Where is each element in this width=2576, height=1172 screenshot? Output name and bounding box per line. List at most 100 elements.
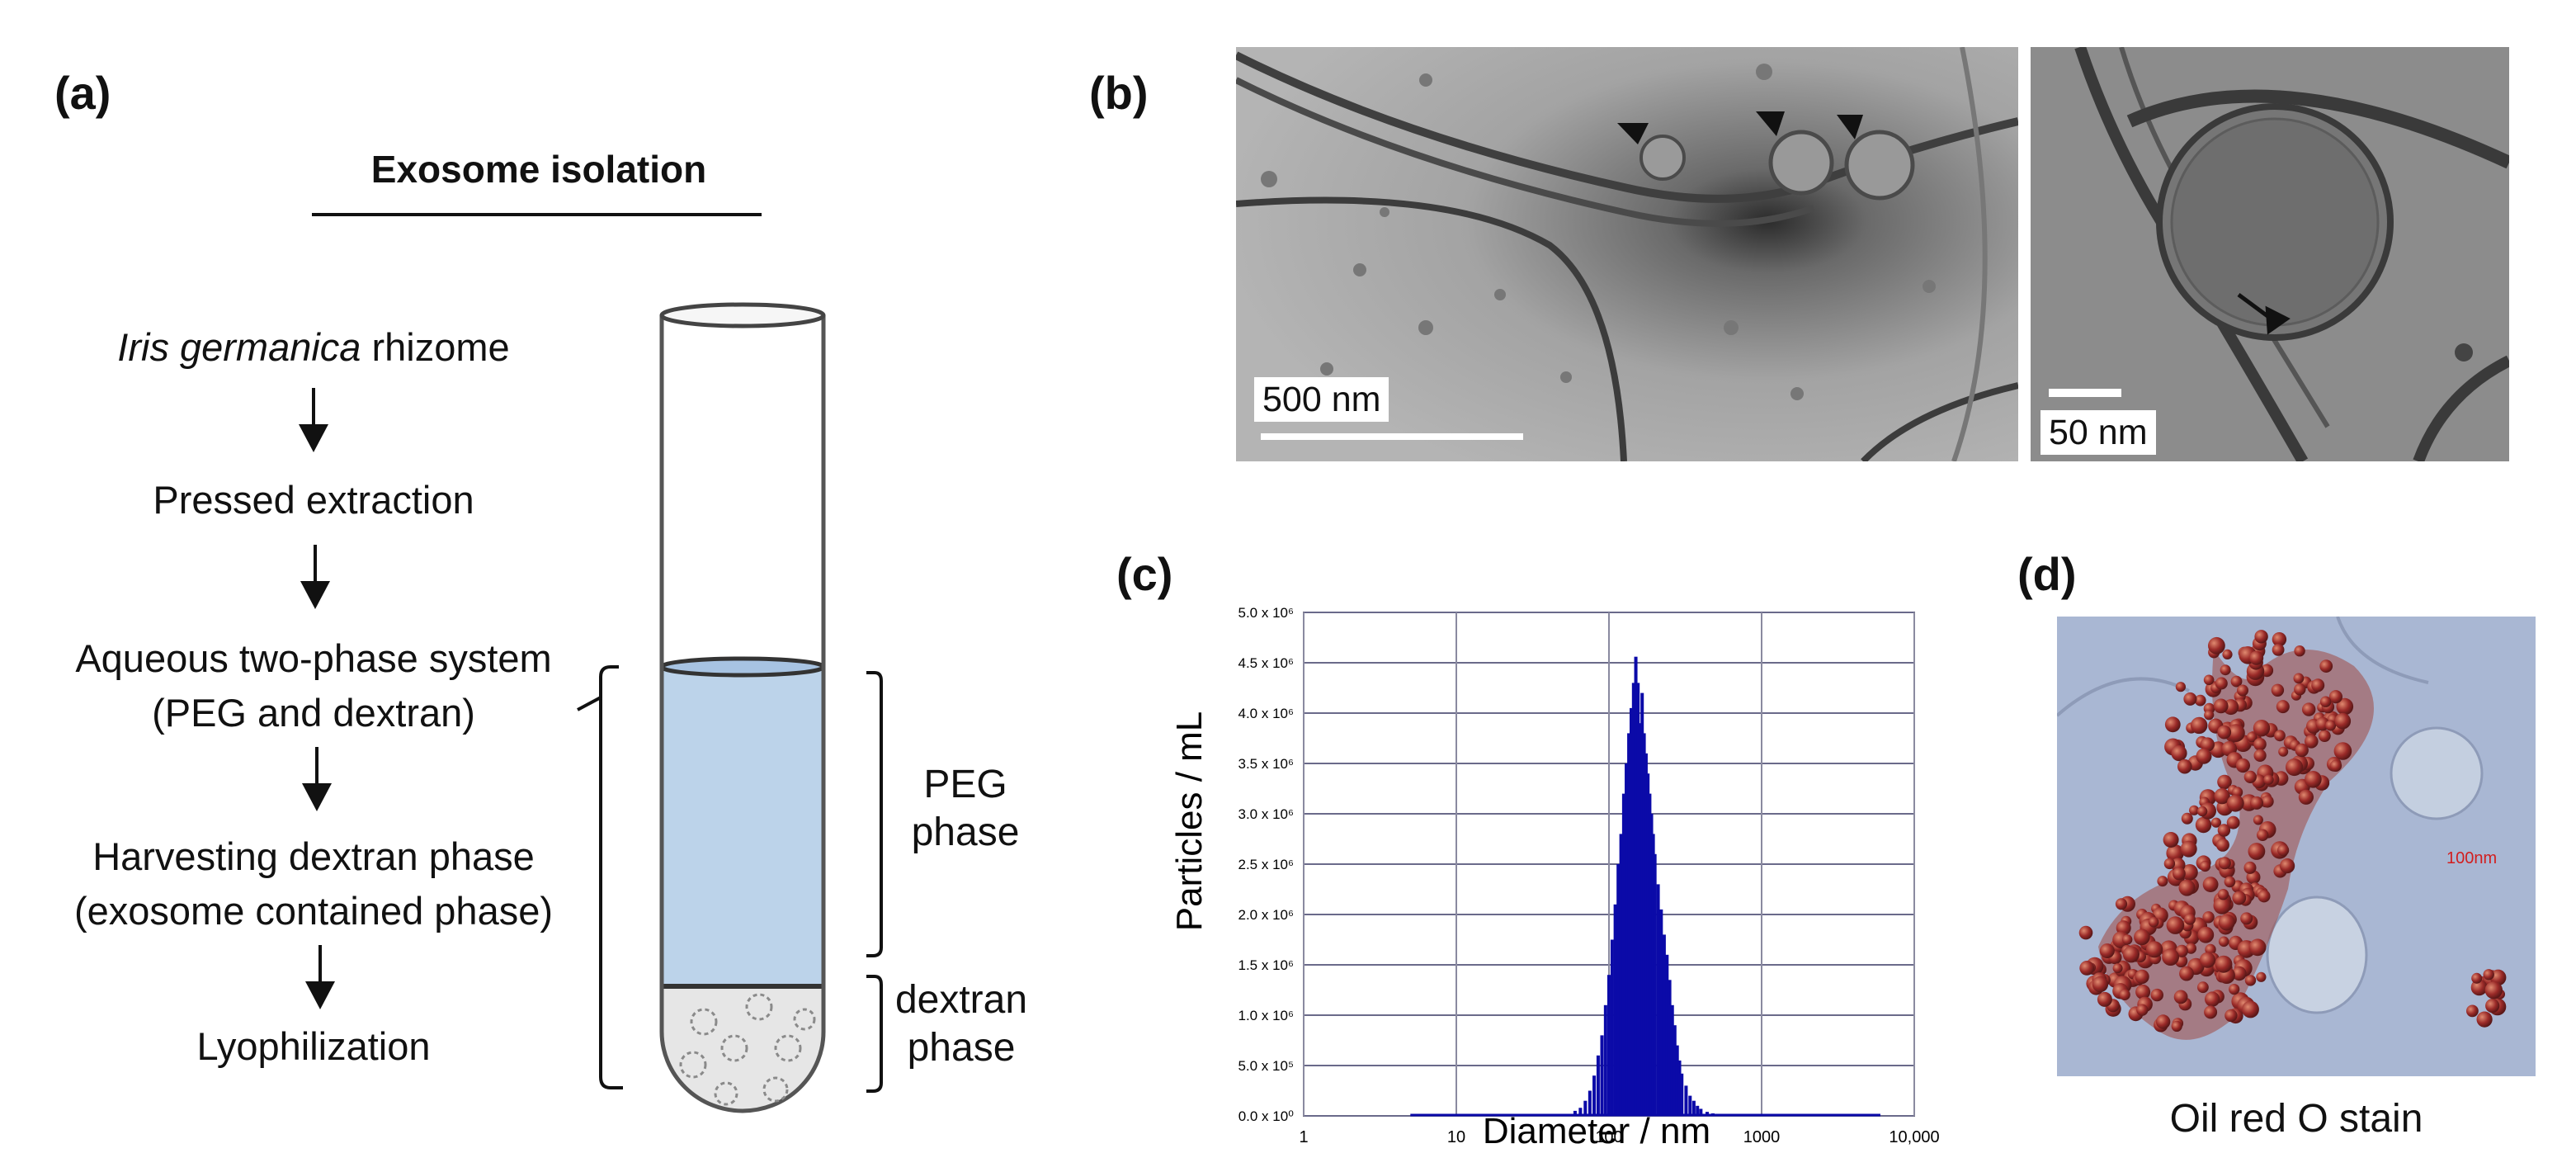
lipid-droplet	[2276, 700, 2290, 714]
lipid-droplet	[2258, 890, 2271, 903]
lipid-droplet	[2115, 898, 2128, 910]
lipid-droplet	[2253, 749, 2267, 762]
histogram-bar	[1659, 909, 1663, 1116]
tube-rim	[659, 302, 826, 328]
histogram-bar	[1636, 683, 1640, 1116]
histogram-bar	[1644, 753, 1648, 1116]
histogram-bar	[1665, 954, 1669, 1116]
title-underline	[312, 213, 762, 216]
tube-outline	[659, 315, 826, 1113]
lipid-droplet	[2242, 1000, 2259, 1018]
y-tick-label: 4.0 x 10⁶	[1238, 706, 1295, 721]
panel-c-label: (c)	[1116, 548, 1173, 600]
histogram-bar	[1603, 1004, 1607, 1116]
step-aqueous-line1: Aqueous two-phase system	[75, 636, 552, 680]
lipid-droplet	[2112, 963, 2123, 974]
lipid-droplet	[2166, 916, 2185, 934]
oil-red-o-micrograph: 100nm	[2057, 617, 2536, 1076]
lipid-droplet	[2178, 879, 2196, 896]
histogram-bar	[1621, 793, 1625, 1116]
tem-image-left: 500 nm	[1236, 47, 2018, 461]
lipid-droplet	[2254, 630, 2268, 644]
lipid-droplet	[2200, 737, 2215, 752]
lipid-droplet	[2191, 716, 2208, 735]
lipid-droplet	[2204, 1005, 2218, 1019]
lipid-droplet	[2246, 731, 2258, 743]
lipid-droplet	[2225, 1009, 2238, 1023]
histogram-bar	[1696, 1105, 1700, 1116]
lipid-droplet	[2230, 675, 2243, 688]
histogram-bar	[1675, 1045, 1679, 1116]
lipid-droplet	[2135, 969, 2149, 985]
lipid-droplet	[2336, 697, 2354, 716]
lipid-droplet	[2476, 1011, 2493, 1028]
lipid-droplet	[2180, 840, 2197, 858]
left-brace	[577, 665, 623, 1089]
histogram-bar	[1699, 1108, 1703, 1116]
lipid-droplet	[2204, 710, 2215, 721]
lipid-droplet	[2483, 969, 2494, 981]
micrograph-scale-text: 100nm	[2446, 849, 2498, 867]
lipid-droplet	[2229, 984, 2240, 995]
histogram-bar	[1691, 1100, 1696, 1116]
histogram-bar	[1706, 1112, 1710, 1116]
lipid-droplet	[2471, 972, 2483, 984]
lipid-droplet	[2092, 976, 2109, 993]
lipid-droplet	[2162, 948, 2179, 966]
panel-b-label: (b)	[1089, 67, 1149, 119]
lipid-droplet	[2334, 712, 2352, 730]
lipid-droplet	[2122, 946, 2140, 963]
test-tube-diagram	[577, 302, 883, 1113]
dextran-bracket	[866, 975, 883, 1093]
lipid-droplet	[2286, 758, 2304, 777]
step-harvesting-line1: Harvesting dextran phase	[92, 834, 535, 878]
lipid-droplet	[2203, 674, 2215, 686]
lipid-droplet	[2253, 815, 2263, 825]
step-pressed-extraction: Pressed extraction	[153, 478, 474, 522]
lipid-droplet	[2173, 990, 2188, 1004]
lipid-droplet	[2261, 795, 2274, 808]
lipid-droplet	[2243, 861, 2257, 874]
histogram-bar	[1642, 733, 1646, 1116]
histogram-bar	[1668, 980, 1672, 1116]
histogram-bar	[1640, 692, 1644, 1116]
lipid-droplet	[2226, 794, 2244, 812]
lipid-droplet	[2235, 758, 2250, 773]
histogram-bar	[1648, 793, 1652, 1116]
lipid-droplet	[2277, 844, 2290, 857]
y-tick-label: 5.0 x 10⁶	[1238, 605, 1295, 621]
histogram-bar	[1680, 1073, 1684, 1116]
histogram-bar	[1578, 1108, 1583, 1116]
lipid-droplet	[2199, 860, 2211, 872]
lipid-droplet	[2202, 877, 2219, 892]
lipid-droplet	[2079, 961, 2095, 976]
lipid-droplet	[2078, 925, 2093, 940]
lipid-droplet	[2256, 971, 2267, 982]
scale-label-50nm: 50 nm	[2041, 410, 2156, 455]
lipid-droplet	[2272, 632, 2287, 647]
peg-top-surface	[659, 656, 826, 678]
histogram-bar	[1588, 1090, 1592, 1116]
lipid-droplet	[2215, 838, 2229, 852]
histogram-bar	[1573, 1110, 1577, 1116]
lipid-droplet	[2166, 844, 2184, 862]
lipid-droplet	[2205, 991, 2220, 1007]
histogram-bar	[1634, 656, 1638, 1116]
panel-a-label: (a)	[54, 67, 111, 119]
histogram-bar	[1619, 834, 1623, 1116]
lipid-droplet	[2329, 759, 2342, 772]
step-harvesting-dextran: Harvesting dextran phase (exosome contai…	[17, 829, 611, 938]
lipid-droplet	[2179, 966, 2194, 981]
histogram-bar	[1646, 773, 1650, 1116]
peg-phase-label: PEG phase	[891, 761, 1040, 857]
lipid-droplet	[2197, 926, 2215, 943]
lipid-droplet	[2217, 889, 2229, 900]
lipid-droplet	[2213, 698, 2229, 714]
lipid-droplet	[2182, 864, 2198, 881]
exosome-isolation-title: Exosome isolation	[370, 148, 707, 191]
lipid-droplet	[2217, 824, 2231, 837]
lipid-droplet	[2263, 774, 2274, 785]
lipid-droplet	[2189, 805, 2200, 815]
lipid-droplet	[2218, 914, 2235, 931]
